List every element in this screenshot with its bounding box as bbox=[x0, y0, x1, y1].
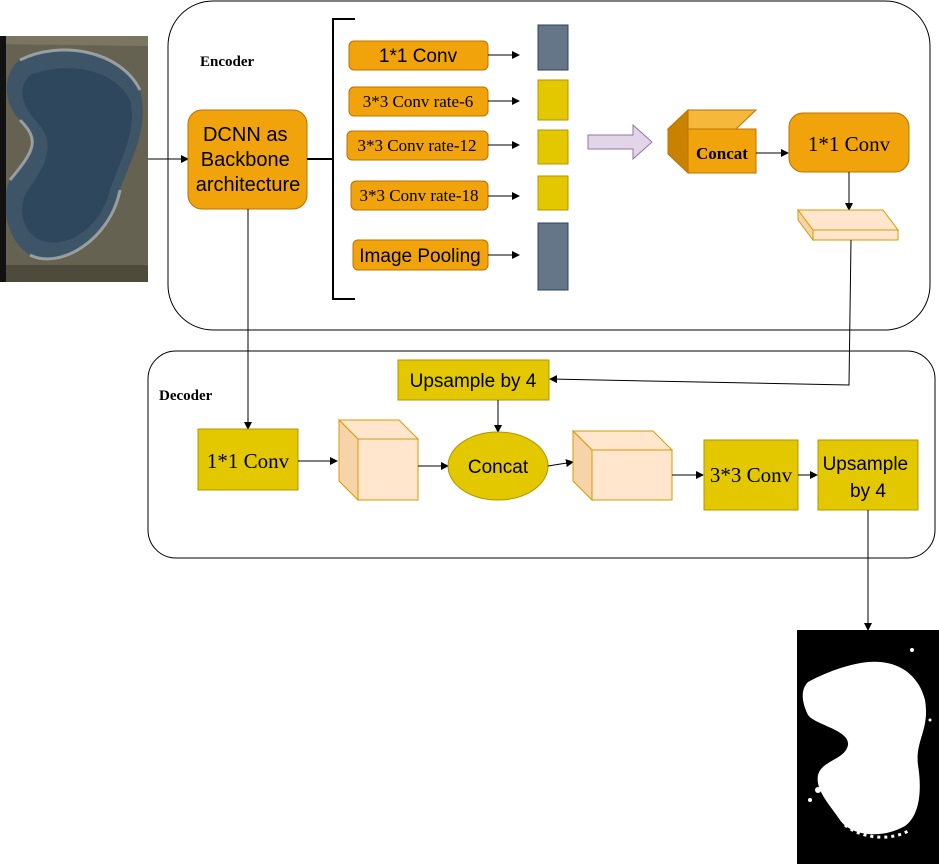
decoder-conv3x3 bbox=[703, 439, 799, 511]
backbone-label: DCNN as Backbone architecture bbox=[196, 124, 301, 196]
feature-map-slate bbox=[537, 222, 569, 291]
decoder-feature-cube bbox=[337, 418, 420, 502]
decoder-upsample-final-label: Upsample by 4 bbox=[823, 454, 914, 502]
decoder-upsample-final bbox=[817, 439, 919, 511]
concat-to-cube-arrow bbox=[547, 459, 574, 468]
encoder-concat-label: Concat bbox=[696, 144, 748, 163]
decoder-conv1x1 bbox=[197, 428, 299, 491]
concat-flow-arrow bbox=[587, 123, 653, 161]
branch-label: 3*3 Conv rate-18 bbox=[360, 186, 479, 205]
output-segmentation-mask bbox=[797, 630, 939, 864]
feature-map-slate bbox=[537, 24, 569, 71]
encoder-title: Encoder bbox=[200, 54, 255, 70]
encoder-to-upsample-arrow bbox=[549, 239, 852, 386]
decoder-title: Decoder bbox=[159, 388, 213, 404]
decoder-concat-label: Concat bbox=[468, 457, 529, 478]
feature-map-yellow bbox=[537, 129, 569, 165]
feature-map-yellow bbox=[537, 175, 569, 211]
decoder-conv3x3-label: 3*3 Conv bbox=[710, 463, 793, 487]
branch-label: Image Pooling bbox=[359, 246, 480, 267]
input-satellite-image bbox=[0, 36, 148, 282]
decoder-feature-cube bbox=[571, 429, 674, 502]
decoder-upsample-top-label: Upsample by 4 bbox=[410, 371, 537, 392]
decoder-conv1x1-label: 1*1 Conv bbox=[207, 449, 290, 473]
aspp-bracket bbox=[332, 18, 355, 300]
decoder-upsample-top bbox=[397, 359, 550, 401]
branch-label: 3*3 Conv rate-6 bbox=[363, 92, 473, 111]
backbone-label-line: architecture bbox=[196, 174, 301, 196]
backbone-label-line: DCNN as bbox=[203, 124, 287, 146]
decoder-container bbox=[147, 350, 936, 559]
backbone-label-line: Backbone bbox=[201, 149, 290, 171]
feature-map-yellow bbox=[537, 79, 569, 121]
decoder-upsample-final-line: Upsample bbox=[823, 454, 909, 475]
encoder-concat-cube bbox=[666, 108, 758, 175]
encoder-post-conv-label: 1*1 Conv bbox=[808, 132, 891, 156]
branch-label: 3*3 Conv rate-12 bbox=[358, 136, 477, 155]
encoder-output-feature-slab bbox=[797, 208, 899, 242]
branch-label: 1*1 Conv bbox=[379, 46, 458, 67]
decoder-upsample-final-line: by 4 bbox=[850, 481, 886, 502]
